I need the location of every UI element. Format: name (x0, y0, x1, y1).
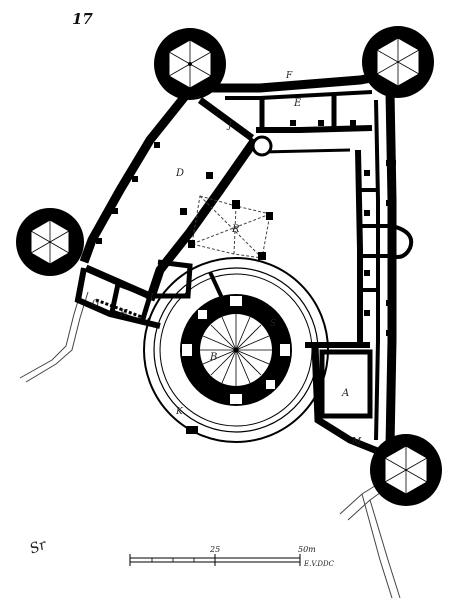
label-k: K (175, 407, 184, 417)
room-r-piers (188, 200, 273, 260)
label-a: A (341, 388, 349, 399)
stair-turret (251, 135, 273, 157)
scale-end-label: 50m (298, 545, 316, 554)
scale-signature: E.V.DDC (303, 560, 335, 568)
keep (143, 257, 329, 443)
label-m: M (351, 437, 362, 447)
label-d: D (175, 168, 184, 179)
tower-se (370, 434, 442, 506)
label-f: F (285, 71, 293, 81)
east-range-rooms (360, 188, 414, 292)
label-r: R (231, 224, 240, 235)
signature-mark: Sr (28, 537, 50, 558)
label-e: E (293, 98, 302, 109)
label-j: J (226, 121, 233, 131)
label-s: S (270, 319, 276, 329)
label-h: H (119, 309, 128, 319)
curtain-walls (74, 71, 397, 456)
wall-buttresses (96, 120, 396, 336)
room-e-walls (259, 94, 337, 128)
label-b: B (209, 352, 217, 363)
scale-bar (129, 554, 301, 566)
tower-ne (362, 26, 434, 98)
label-g: G (92, 299, 99, 309)
room-a (319, 349, 373, 419)
tower-w (16, 208, 84, 276)
figure-number: 17 (72, 10, 93, 28)
label-i: I (149, 293, 154, 303)
outer-ditch-lines (19, 287, 401, 599)
tower-nw (154, 28, 226, 100)
west-small-rooms (109, 259, 193, 326)
scale-mid-label: 25 (209, 545, 220, 554)
